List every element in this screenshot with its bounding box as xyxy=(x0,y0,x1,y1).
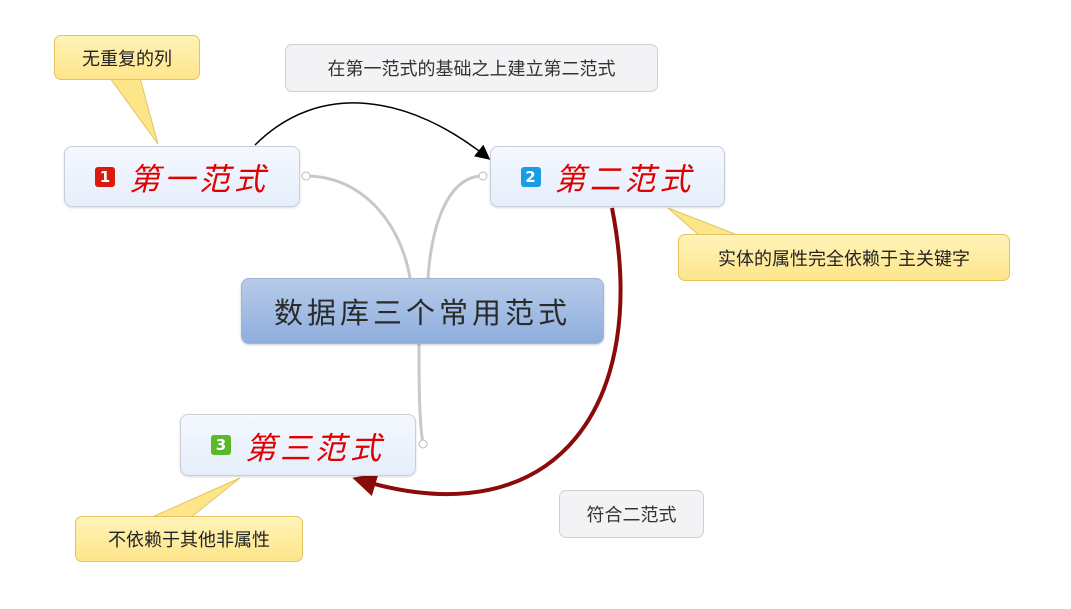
node-second-normal-form[interactable]: 2 第二范式 xyxy=(490,146,725,207)
arrow-node2-to-node3 xyxy=(352,207,623,497)
callout3-pointer xyxy=(149,477,241,519)
node-third-normal-form[interactable]: 3 第三范式 xyxy=(180,414,416,476)
note-label: 在第一范式的基础之上建立第二范式 xyxy=(327,59,616,80)
priority-3-icon: 3 xyxy=(211,435,231,455)
arrow-node1-to-node2 xyxy=(254,102,491,160)
callout2-pointer xyxy=(667,207,741,237)
node2-handle xyxy=(478,171,488,181)
central-label: 数据库三个常用范式 xyxy=(273,296,571,330)
callout1-pointer xyxy=(109,77,159,145)
connector-node2 xyxy=(426,174,484,279)
callout-label: 不依赖于其他非属性 xyxy=(108,530,270,551)
callout-full-dependency[interactable]: 实体的属性完全依赖于主关键字 xyxy=(678,234,1010,281)
callout-label: 实体的属性完全依赖于主关键字 xyxy=(718,248,970,270)
callout-no-repeat-columns[interactable]: 无重复的列 xyxy=(54,35,200,80)
node-label: 第二范式 xyxy=(554,162,695,198)
connector-node3 xyxy=(417,343,425,445)
node-label: 第三范式 xyxy=(245,430,385,467)
note-label: 符合二范式 xyxy=(586,505,677,526)
connector-node1 xyxy=(305,174,412,279)
node-first-normal-form[interactable]: 1 第一范式 xyxy=(64,146,300,207)
callout-label: 无重复的列 xyxy=(82,48,172,70)
note-first-to-second[interactable]: 在第一范式的基础之上建立第二范式 xyxy=(285,44,658,92)
node-label: 第一范式 xyxy=(129,162,269,198)
priority-1-icon: 1 xyxy=(95,166,115,187)
node1-handle xyxy=(301,171,311,181)
central-topic[interactable]: 数据库三个常用范式 xyxy=(241,278,604,344)
priority-2-icon: 2 xyxy=(520,166,541,187)
callout-no-transitive-dependency[interactable]: 不依赖于其他非属性 xyxy=(75,516,303,562)
node3-handle xyxy=(418,439,428,449)
note-satisfies-2nf[interactable]: 符合二范式 xyxy=(559,490,704,538)
